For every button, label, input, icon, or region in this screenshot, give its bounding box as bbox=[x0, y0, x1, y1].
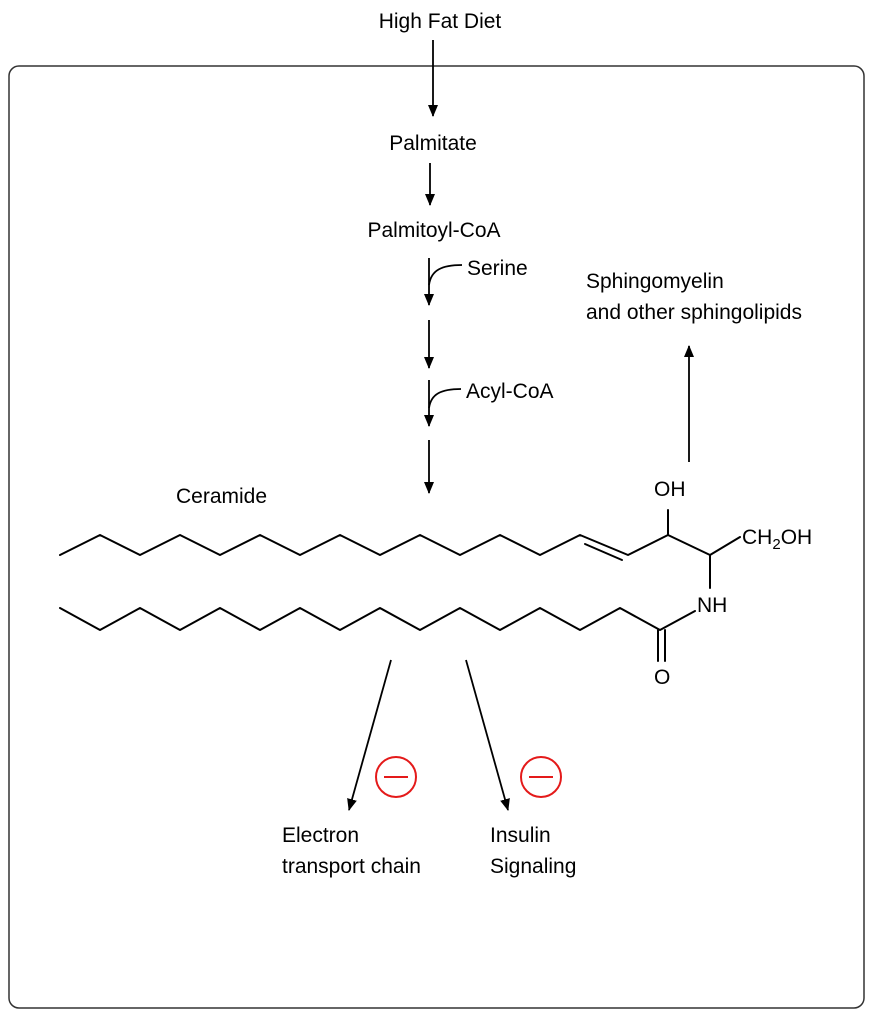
inhibition-symbol-electron-transport bbox=[375, 756, 417, 798]
hydroxyl-atom-label: OH bbox=[654, 478, 686, 501]
palmitate-label: Palmitate bbox=[389, 132, 477, 155]
trans-double-bond-line bbox=[584, 543, 623, 561]
ceramide-label: Ceramide bbox=[176, 485, 267, 508]
other-sphingolipids-label: and other sphingolipids bbox=[586, 301, 802, 324]
arrow-to-electron-transport bbox=[347, 659, 392, 811]
electron-transport-label-line2: transport chain bbox=[282, 855, 421, 878]
fatty-acyl-chain-bond bbox=[59, 607, 696, 631]
high-fat-diet-label: High Fat Diet bbox=[379, 10, 502, 33]
arrow-to-insulin-signaling bbox=[465, 659, 510, 811]
insulin-signaling-label-line2: Signaling bbox=[490, 855, 576, 878]
sphingosine-chain-bond bbox=[59, 534, 741, 556]
amide-nh-atom-label: NH bbox=[697, 594, 727, 617]
carbonyl-oxygen-atom-label: O bbox=[654, 666, 670, 689]
insulin-signaling-label-line1: Insulin bbox=[490, 824, 551, 847]
serine-label: Serine bbox=[467, 257, 528, 280]
sphingomyelin-label: Sphingomyelin bbox=[586, 270, 724, 293]
acyl-coa-input-curve bbox=[428, 388, 462, 409]
acyl-coa-label: Acyl-CoA bbox=[466, 380, 554, 403]
inhibition-symbol-insulin-signaling bbox=[520, 756, 562, 798]
electron-transport-label-line1: Electron bbox=[282, 824, 359, 847]
serine-input-curve bbox=[428, 264, 463, 286]
pathway-frame bbox=[8, 65, 865, 1009]
hydroxymethyl-atom-label: CH2OH bbox=[742, 526, 812, 553]
palmitoyl-coa-label: Palmitoyl-CoA bbox=[367, 219, 500, 242]
